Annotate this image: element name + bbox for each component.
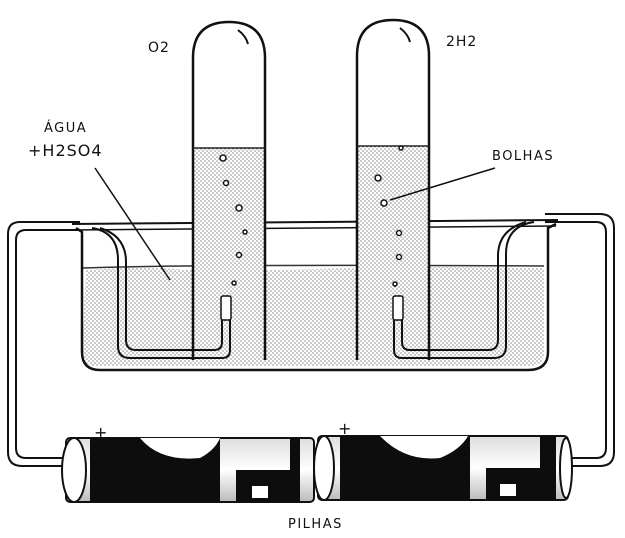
electrodes [220,295,404,321]
circuit-wires [7,213,615,467]
test-tube-left [191,20,267,360]
label-2h2: 2H2 [446,34,477,50]
label-solution-water: ÁGUA [44,120,87,136]
plus-sign-left: + [94,423,108,442]
label-bubbles: BOLHAS [492,149,554,164]
test-tube-right [355,18,431,360]
battery-left [61,437,315,503]
label-o2: O2 [148,40,170,56]
leader-lines [94,167,496,281]
battery-right [313,435,573,501]
label-batteries: PILHAS [288,517,343,532]
plus-sign-right: + [338,419,352,438]
bubbles [219,145,404,287]
label-solution-acid: +H2SO4 [28,141,103,160]
electrode-wires [91,221,535,359]
